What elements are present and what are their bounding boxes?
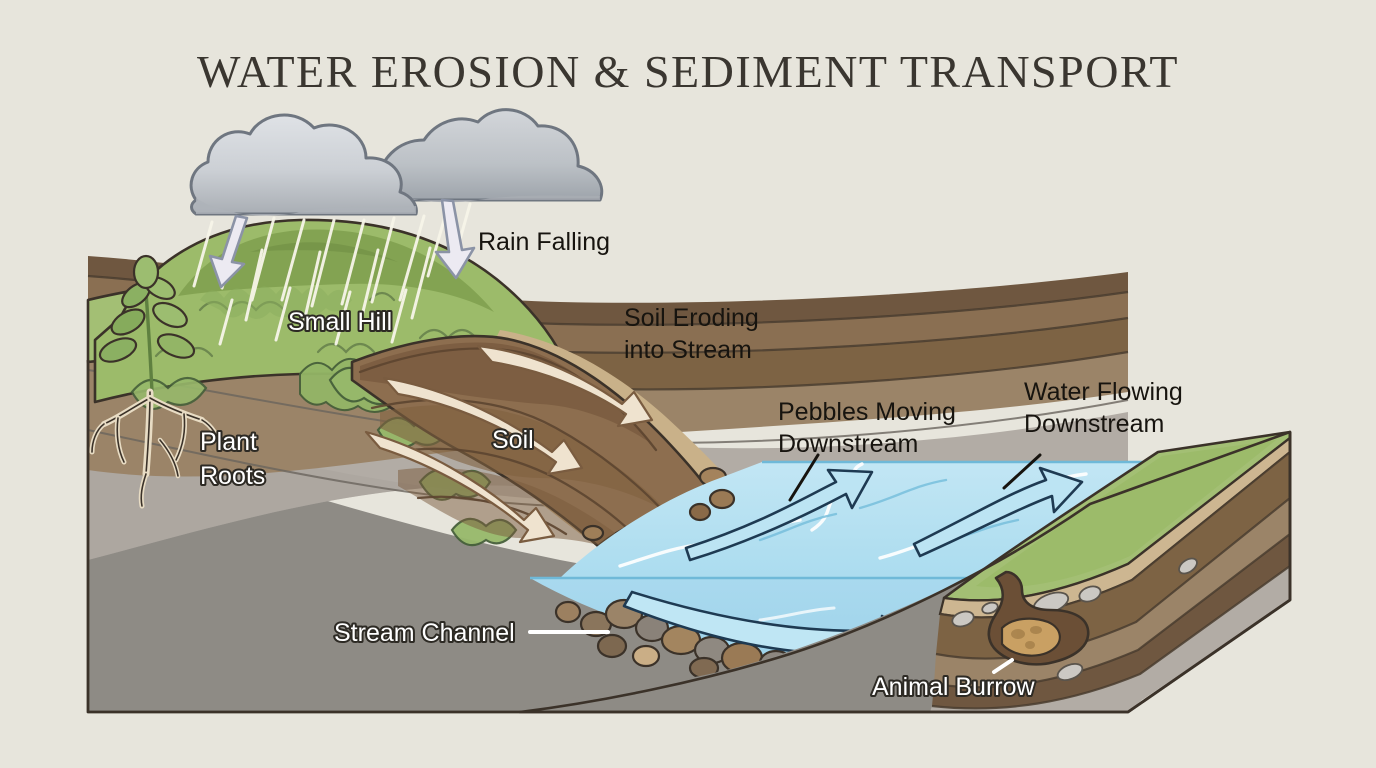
page-title: WATER EROSION & SEDIMENT TRANSPORT bbox=[197, 46, 1179, 97]
label-soil: Soil bbox=[492, 426, 534, 454]
labels: Rain Falling Small Hill Soil Eroding int… bbox=[198, 228, 1183, 703]
label-soil-eroding-1: Soil Eroding bbox=[624, 304, 759, 332]
label-pebbles-2: Downstream bbox=[778, 430, 918, 458]
label-rain-falling: Rain Falling bbox=[478, 228, 610, 256]
label-plant-roots-1: Plant bbox=[200, 428, 257, 456]
rain-arrows bbox=[208, 198, 476, 289]
erosion-arrows bbox=[364, 344, 654, 544]
leader-pebbles bbox=[788, 453, 820, 502]
cloud-front bbox=[189, 113, 418, 216]
animal-burrow bbox=[987, 570, 1090, 666]
label-plant-roots-2: Roots bbox=[200, 462, 265, 490]
cloud-back bbox=[376, 108, 604, 203]
eroding-slope bbox=[350, 330, 808, 604]
rain-arrow-left bbox=[208, 214, 249, 289]
right-bank bbox=[518, 430, 1292, 714]
plant-with-roots bbox=[89, 254, 223, 509]
leader-animal-burrow bbox=[992, 658, 1014, 674]
label-small-hill: Small Hill bbox=[288, 308, 392, 336]
rain-cloud-group bbox=[189, 108, 604, 216]
leader-lines bbox=[528, 453, 1042, 674]
label-water-flow-2: Downstream bbox=[1024, 410, 1164, 438]
label-pebbles-1: Pebbles Moving bbox=[778, 398, 956, 426]
rain-arrow-right bbox=[434, 198, 476, 280]
land-block bbox=[86, 218, 1292, 714]
label-soil-eroding-2: into Stream bbox=[624, 336, 752, 364]
label-water-flow-1: Water Flowing bbox=[1024, 378, 1183, 406]
bank-inclusions bbox=[951, 557, 1198, 682]
leader-water-flow bbox=[1002, 453, 1042, 490]
upper-stream-pebbles bbox=[688, 488, 736, 522]
label-animal-burrow: Animal Burrow bbox=[872, 673, 1035, 701]
label-stream-channel: Stream Channel bbox=[334, 619, 515, 647]
